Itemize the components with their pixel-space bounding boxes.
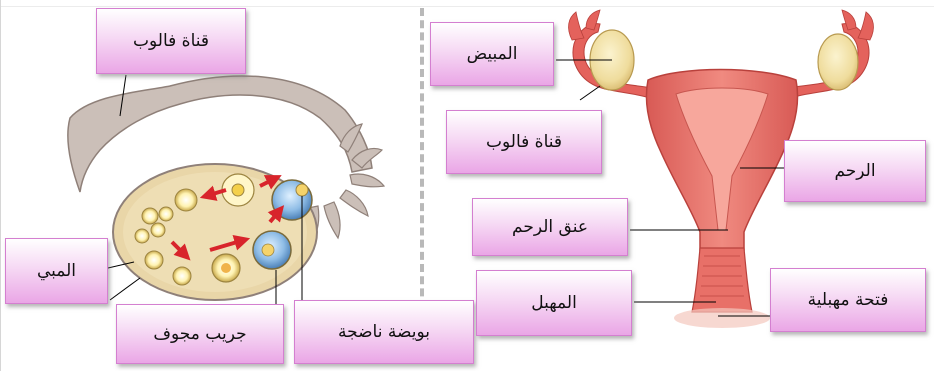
- label-ovary: المبيض: [430, 22, 554, 86]
- label-fallopian-tube-right: قناة فالوب: [446, 110, 602, 174]
- label-mature-ovum: بويضة ناضجة: [294, 300, 474, 364]
- label-ovary-left: المبي: [5, 238, 108, 304]
- right-ovary-shape: [818, 34, 858, 90]
- label-vaginal-opening: فتحة مهبلية: [770, 268, 926, 332]
- label-vagina: المهبل: [476, 270, 632, 336]
- ruptured-follicle: [222, 174, 254, 206]
- label-hollow-follicle: جريب مجوف: [116, 304, 284, 364]
- panel-divider: [420, 8, 424, 333]
- label-fallopian-tube-left: قناة فالوب: [96, 8, 246, 74]
- label-cervix: عنق الرحم: [472, 198, 628, 256]
- label-uterus: الرحم: [784, 140, 926, 202]
- fimbriae: [307, 124, 384, 242]
